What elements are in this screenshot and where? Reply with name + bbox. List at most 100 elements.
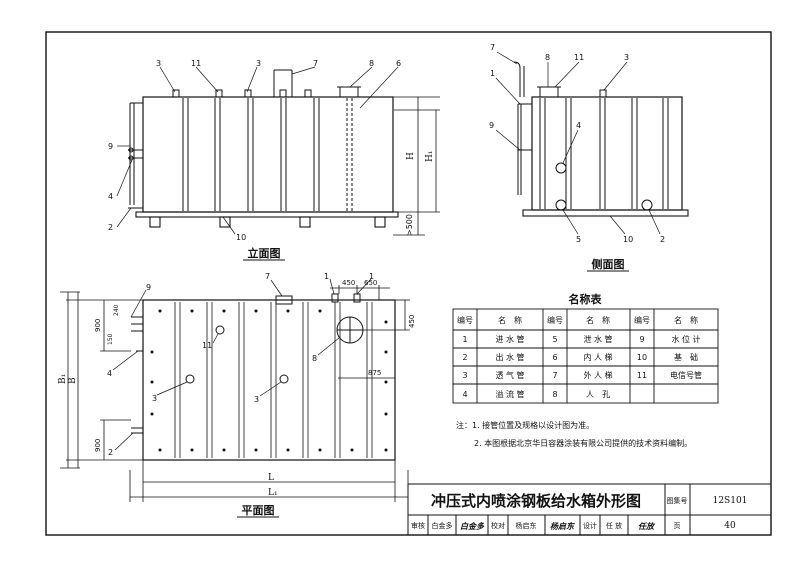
- atlas-label: 图集号: [667, 496, 688, 505]
- plan-callout-1b: 1: [369, 272, 374, 281]
- plan-callout-9: 9: [146, 283, 151, 292]
- plan-leaders: [112, 278, 372, 451]
- dim-450-right: 450: [408, 315, 416, 328]
- plan-bolts: [150, 309, 388, 452]
- legend-cell: 6: [552, 353, 557, 362]
- side-callout-8: 8: [545, 53, 550, 62]
- legend-cell: 内 人 梯: [583, 352, 612, 362]
- dim-h-label: H: [406, 152, 416, 160]
- elevation-manhole: [339, 86, 359, 98]
- legend-cell: 1: [462, 335, 467, 344]
- dim-650: 650: [364, 279, 377, 287]
- elevation-caption: 立面图: [248, 246, 281, 260]
- plan-callout-4: 4: [107, 369, 112, 378]
- legend-header: 编号: [457, 315, 473, 325]
- side-callout-4: 4: [576, 121, 581, 130]
- elevation-callout-8: 8: [369, 59, 374, 68]
- legend-header: 编号: [547, 315, 563, 325]
- elevation-tank-body: [142, 96, 394, 213]
- elevation-callout-6: 6: [396, 59, 401, 68]
- legend-cell: 4: [462, 390, 467, 399]
- dim-900-bottom: 900: [94, 439, 102, 452]
- legend-header: 名 称: [498, 315, 522, 325]
- elevation-callout-10: 10: [236, 233, 246, 242]
- note-1: 注：1. 接管位置及规格以设计图为准。: [456, 420, 594, 430]
- check-label: 校对: [491, 521, 505, 530]
- side-foundation: [522, 209, 689, 217]
- plan-openings: [131, 293, 364, 434]
- legend-cell: 电信号管: [670, 370, 702, 380]
- legend-cell: 9: [639, 335, 644, 344]
- side-callout-2: 2: [660, 235, 665, 244]
- dim-l-label: L: [268, 473, 274, 483]
- side-callout-5: 5: [576, 235, 581, 244]
- drawing-title: 冲压式内喷涂钢板给水箱外形图: [431, 492, 641, 510]
- side-caption: 侧面图: [592, 257, 625, 271]
- elevation-leaders: [116, 66, 399, 235]
- side-callout-11: 11: [574, 53, 584, 62]
- legend-cell: 透 气 管: [495, 370, 524, 380]
- legend-cell: 7: [552, 371, 557, 380]
- legend-cell: 11: [637, 371, 647, 380]
- dim-l1-label: L₁: [268, 488, 278, 498]
- dim-240: 240: [113, 304, 120, 316]
- dim-h1-label: H₁: [425, 151, 435, 162]
- elevation-dimensions: [393, 96, 440, 236]
- legend-cell: 基 础: [674, 352, 698, 362]
- title-block: 冲压式内喷涂钢板给水箱外形图 图集号 12S101 审核 白金多 白金多 校对 …: [407, 483, 772, 536]
- design-name: 任 放: [606, 521, 622, 530]
- note-2: 2. 本图根据北京华日容器涂装有限公司提供的技术资料编制。: [474, 438, 692, 448]
- check-signature: 杨启东: [550, 522, 575, 531]
- side-ports: [517, 103, 653, 211]
- plan-callout-1a: 1: [324, 272, 329, 281]
- dim-875: 875: [368, 369, 381, 377]
- plan-ribs: [174, 302, 373, 458]
- design-signature: 任放: [638, 522, 656, 531]
- dim-450-top: 450: [342, 279, 355, 287]
- legend-cell: 3: [462, 371, 467, 380]
- review-signature: 白金多: [460, 521, 485, 531]
- legend-title: 名称表: [569, 292, 603, 306]
- legend-cell: 8: [552, 390, 557, 399]
- elevation-callout-7: 7: [313, 59, 318, 68]
- page-label: 页: [674, 522, 681, 530]
- side-top-fittings: [513, 61, 607, 98]
- side-view: 7 8 11 3 1 9 4 5 10 2 侧面图: [489, 43, 689, 272]
- legend-cell: 出 水 管: [495, 352, 524, 362]
- elevation-view: H H₁ >500 3 11 3 7 8 6 9 4 2 10 立面图: [108, 59, 440, 261]
- elevation-top-fittings: [172, 69, 361, 98]
- legend-header: 编号: [634, 315, 650, 325]
- plan-callout-2: 2: [108, 448, 113, 457]
- elevation-ribs: [182, 98, 353, 211]
- elevation-callout-9: 9: [108, 142, 113, 151]
- dim-b1-label: B₁: [58, 374, 68, 384]
- legend-cell: 10: [637, 353, 647, 362]
- review-name: 白金多: [432, 521, 453, 530]
- plan-view: L L₁ B B₁ 900 240 150 900 450 650 450 87…: [58, 272, 416, 518]
- dim-500-label: >500: [405, 214, 414, 236]
- review-label: 审核: [411, 521, 425, 530]
- elevation-callout-2: 2: [108, 223, 113, 232]
- side-callout-7: 7: [490, 43, 495, 52]
- plan-dimensions: [60, 285, 410, 502]
- elevation-callout-11: 11: [191, 59, 201, 68]
- page-number: 40: [724, 521, 736, 531]
- dim-150: 150: [107, 333, 114, 345]
- side-callout-3: 3: [624, 53, 629, 62]
- side-callout-10: 10: [623, 235, 633, 244]
- legend-cell: 进 水 管: [495, 334, 524, 344]
- elevation-callout-3a: 3: [156, 59, 161, 68]
- plan-callout-3a: 3: [152, 394, 157, 403]
- legend-cell: 外 人 梯: [583, 370, 612, 380]
- elevation-callout-4: 4: [108, 192, 113, 201]
- dim-900-top: 900: [94, 319, 102, 332]
- elevation-foundation: [135, 211, 399, 228]
- plan-caption: 平面图: [242, 504, 275, 517]
- legend-cell: 人 孔: [586, 390, 610, 399]
- plan-callout-7: 7: [265, 272, 270, 281]
- plan-callout-8: 8: [312, 354, 317, 363]
- legend-cell: 5: [552, 335, 557, 344]
- plan-tank-outline: [142, 299, 396, 461]
- side-callout-9: 9: [489, 121, 494, 130]
